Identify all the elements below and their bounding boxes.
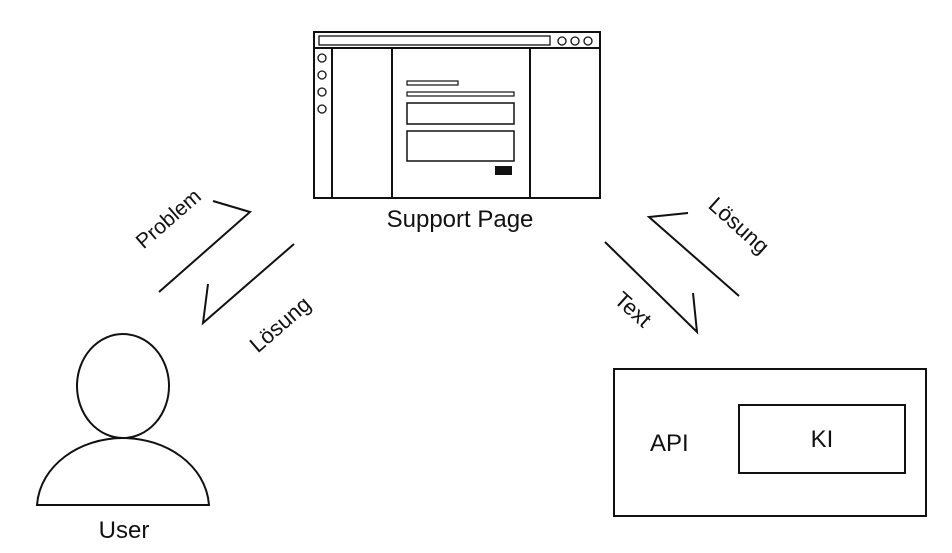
left-arrow-pair xyxy=(158,200,295,326)
window-control-icon xyxy=(570,36,580,46)
api-box xyxy=(613,368,927,517)
api-component xyxy=(613,368,927,517)
nav-circle-icon xyxy=(317,70,327,80)
window-control-icon xyxy=(557,36,567,46)
problem-arrow xyxy=(158,200,253,293)
loesung-left-label: Lösung xyxy=(245,291,316,357)
user-head xyxy=(76,333,170,439)
ki-label: KI xyxy=(811,426,834,453)
browser-window-frame xyxy=(313,31,601,199)
form-input-field xyxy=(406,102,515,125)
user-label: User xyxy=(99,517,150,544)
support-page-wireframe xyxy=(313,31,601,199)
form-title-line xyxy=(406,80,459,86)
window-control-icon xyxy=(583,36,593,46)
nav-circle-icon xyxy=(317,104,327,114)
text-arrow-label: Text xyxy=(610,287,657,333)
support-page-label: Support Page xyxy=(387,206,534,233)
user-icon xyxy=(35,333,211,506)
right-arrow-pair xyxy=(604,212,740,335)
nav-circle-icon xyxy=(317,53,327,63)
browser-address-bar xyxy=(318,35,551,46)
api-label: API xyxy=(650,430,689,457)
loesung-arrow-to-page xyxy=(646,212,740,297)
problem-arrow-label: Problem xyxy=(132,185,206,254)
ki-box xyxy=(738,404,906,474)
form-subtitle-line xyxy=(406,91,515,97)
user-body xyxy=(35,436,211,506)
form-textarea xyxy=(406,130,515,162)
loesung-right-label: Lösung xyxy=(704,192,774,259)
form-submit-button xyxy=(495,166,512,175)
nav-circle-icon xyxy=(317,87,327,97)
text-arrow xyxy=(604,241,699,335)
loesung-arrow-to-user xyxy=(201,243,295,326)
